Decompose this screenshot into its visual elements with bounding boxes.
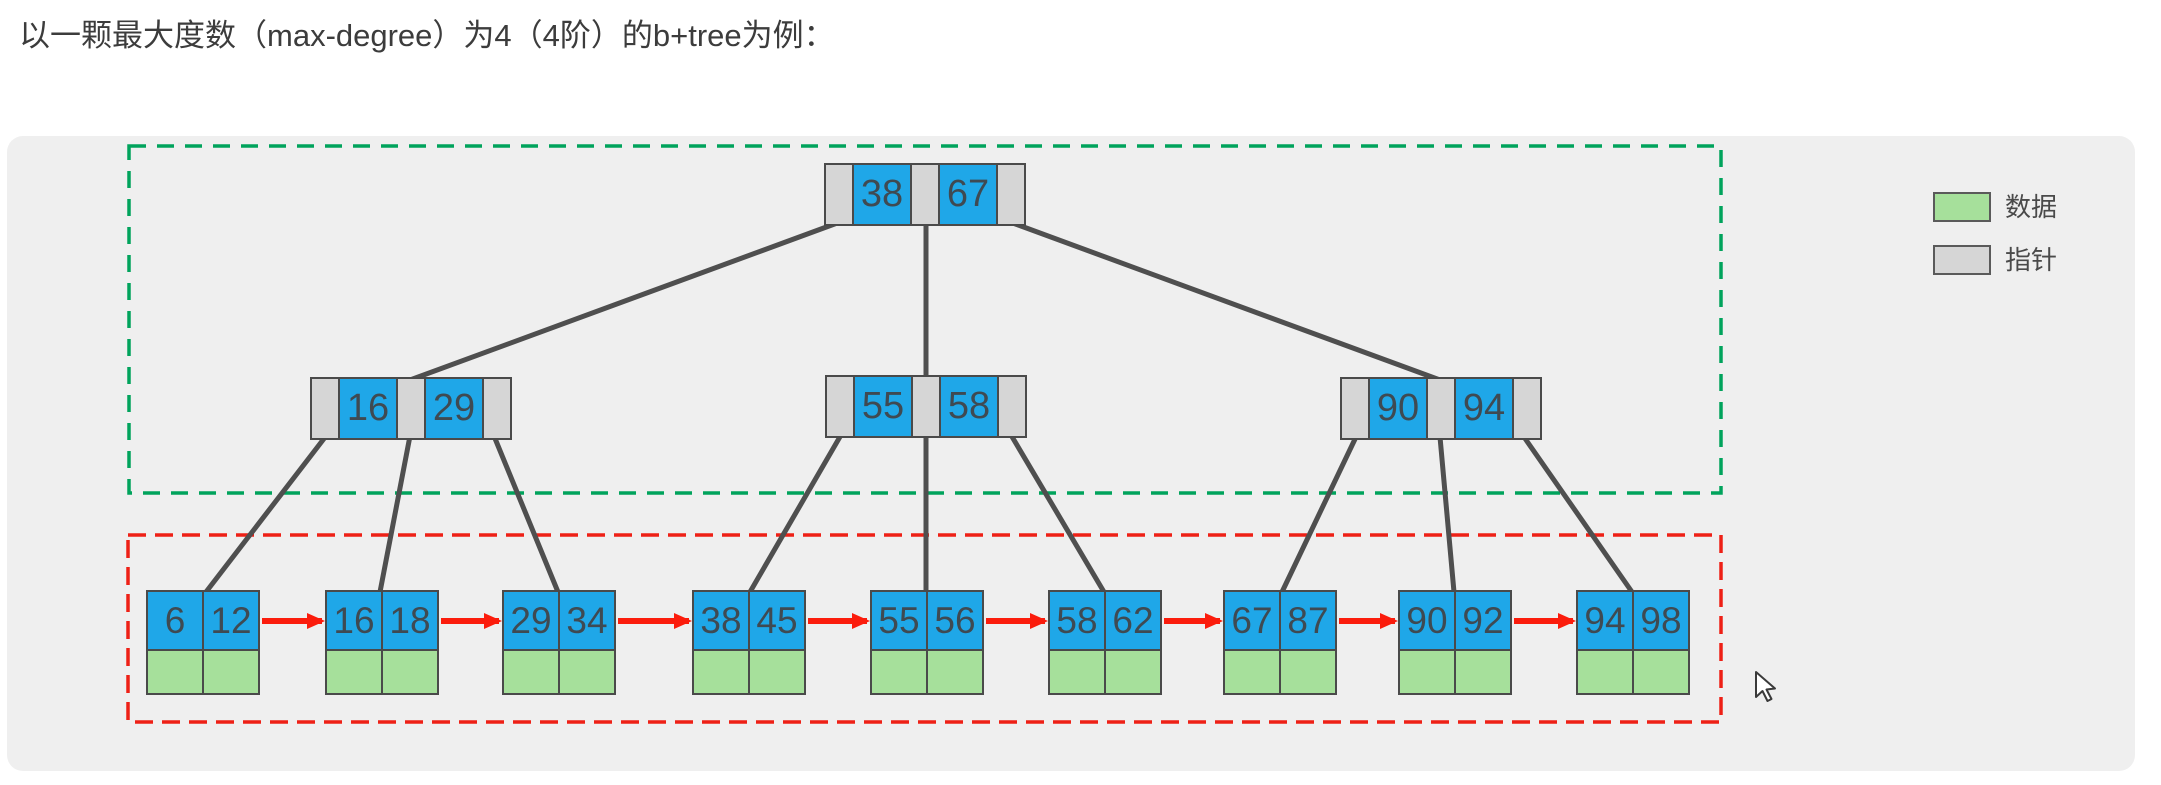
key-cell: 45	[748, 590, 806, 651]
pointer-cell	[910, 163, 940, 226]
key-cell: 56	[926, 590, 984, 651]
leaf-node-7: 67 87	[1223, 590, 1337, 695]
pointer-cell	[1512, 377, 1542, 440]
key-cell: 6	[146, 590, 204, 651]
pointer-cell	[825, 375, 855, 438]
key-cell: 29	[502, 590, 560, 651]
leaf-node-8: 90 92	[1398, 590, 1512, 695]
data-cell	[202, 649, 260, 695]
leaf-node-3: 29 34	[502, 590, 616, 695]
key-cell: 12	[202, 590, 260, 651]
key-cell: 92	[1454, 590, 1512, 651]
key-cell: 16	[338, 377, 398, 440]
data-cell	[1223, 649, 1281, 695]
mouse-cursor-icon	[1755, 671, 1776, 702]
key-cell: 94	[1454, 377, 1514, 440]
pointer-cell	[911, 375, 941, 438]
tree-node-root: 38 67	[824, 163, 1026, 226]
leaf-node-1: 6 12	[146, 590, 260, 695]
key-cell: 98	[1632, 590, 1690, 651]
data-cell	[870, 649, 928, 695]
leaf-node-2: 16 18	[325, 590, 439, 695]
legend-data-label: 数据	[2005, 192, 2058, 222]
key-cell: 87	[1279, 590, 1337, 651]
key-cell: 18	[381, 590, 439, 651]
legend-pointer-label: 指针	[2005, 245, 2058, 275]
key-cell: 58	[1048, 590, 1106, 651]
data-cell	[558, 649, 616, 695]
leaf-node-5: 55 56	[870, 590, 984, 695]
leaf-node-4: 38 45	[692, 590, 806, 695]
data-cell	[1048, 649, 1106, 695]
data-cell	[748, 649, 806, 695]
pointer-cell	[1340, 377, 1370, 440]
leaf-node-9: 94 98	[1576, 590, 1690, 695]
data-cell	[146, 649, 204, 695]
data-cell	[381, 649, 439, 695]
pointer-cell	[310, 377, 340, 440]
pointer-cell	[997, 375, 1027, 438]
legend-pointer-swatch	[1933, 245, 1991, 275]
pointer-cell	[824, 163, 854, 226]
data-cell	[502, 649, 560, 695]
tree-node-internal-right: 90 94	[1340, 377, 1542, 440]
pointer-cell	[396, 377, 426, 440]
data-cell	[1632, 649, 1690, 695]
data-cell	[325, 649, 383, 695]
key-cell: 67	[938, 163, 998, 226]
pointer-cell	[1426, 377, 1456, 440]
key-cell: 90	[1398, 590, 1456, 651]
data-cell	[692, 649, 750, 695]
key-cell: 16	[325, 590, 383, 651]
data-cell	[1576, 649, 1634, 695]
key-cell: 58	[939, 375, 999, 438]
pointer-cell	[996, 163, 1026, 226]
key-cell: 90	[1368, 377, 1428, 440]
key-cell: 29	[424, 377, 484, 440]
key-cell: 55	[870, 590, 928, 651]
data-cell	[1454, 649, 1512, 695]
data-cell	[1104, 649, 1162, 695]
key-cell: 38	[692, 590, 750, 651]
tree-node-internal-left: 16 29	[310, 377, 512, 440]
page-title: 以一颗最大度数（max-degree）为4（4阶）的b+tree为例：	[19, 18, 835, 53]
tree-node-internal-center: 55 58	[825, 375, 1027, 438]
leaf-node-6: 58 62	[1048, 590, 1162, 695]
data-cell	[1279, 649, 1337, 695]
key-cell: 34	[558, 590, 616, 651]
data-cell	[1398, 649, 1456, 695]
legend-data-swatch	[1933, 192, 1991, 222]
key-cell: 62	[1104, 590, 1162, 651]
key-cell: 94	[1576, 590, 1634, 651]
pointer-cell	[482, 377, 512, 440]
key-cell: 38	[852, 163, 912, 226]
key-cell: 55	[853, 375, 913, 438]
data-cell	[926, 649, 984, 695]
key-cell: 67	[1223, 590, 1281, 651]
